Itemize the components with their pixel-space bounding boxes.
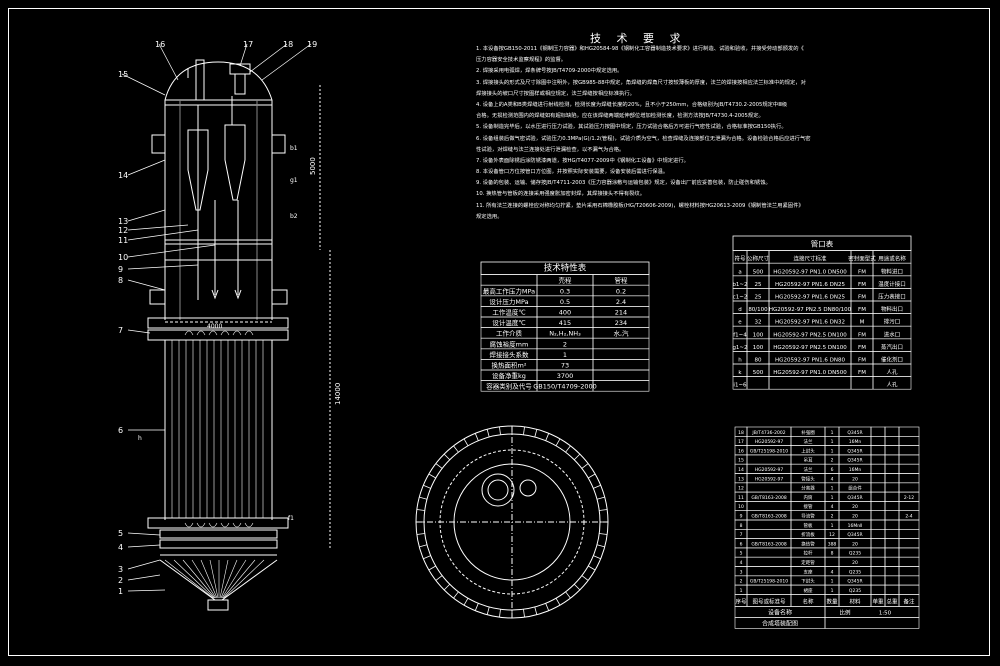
part-number-label: 6: [118, 426, 123, 435]
part-number-label: 16: [155, 40, 165, 49]
leader-line: [127, 532, 161, 536]
leader-line: [127, 279, 166, 291]
nozzle-b1-label: b1: [290, 145, 298, 152]
dim-height-upper: 5000: [309, 157, 317, 175]
part-number-label: 14: [118, 171, 128, 180]
part-number-label: 3: [118, 565, 123, 574]
technical-note-line: 规定选用。: [476, 213, 503, 220]
part-number-label: 1: [118, 587, 123, 596]
drawing-frame: [8, 8, 990, 656]
technical-requirements-notes: 1. 本设备按GB150-2011《钢制压力容器》和HG20584-98《钢制化…: [476, 44, 811, 223]
technical-note-line: 9. 设备的包装、运输、储存按JB/T4711-2003《压力容器涂敷与运输包装…: [476, 180, 771, 187]
nozzle-g1-label: g1: [290, 177, 298, 184]
leader-line: [127, 229, 199, 241]
technical-note-line: 合格。无损检测范围内的焊缝如有超标缺陷，应在该焊缝两端延伸部位增加检测长度，检测…: [476, 113, 764, 120]
leader-line: [158, 43, 179, 81]
technical-note-line: 1. 本设备按GB150-2011《钢制压力容器》和HG20584-98《钢制化…: [476, 46, 804, 52]
technical-requirements-title: 技 术 要 求: [590, 32, 687, 45]
technical-note-line: 压力容器安全技术监察规程》的监督。: [476, 57, 567, 64]
part-number-label: 15: [118, 70, 128, 79]
technical-note-line: 焊接接头的坡口尺寸按图样或相应规定，法兰焊缝按相应标准执行。: [476, 90, 635, 97]
part-number-label: 13: [118, 217, 128, 226]
part-number-label: 5: [118, 529, 123, 538]
dim-diameter: 4000: [207, 323, 222, 330]
leader-line: [127, 159, 166, 176]
part-number-label: 11: [118, 236, 128, 245]
dim-height-lower: 14000: [334, 383, 342, 405]
leader-line: [127, 224, 189, 231]
top-head: [164, 61, 273, 101]
leader-line: [127, 559, 161, 570]
part-number-label: 17: [243, 40, 253, 49]
nozzle-f1-label: f1: [288, 515, 294, 522]
technical-note-line: 7. 设备外表面除锈后涂防锈漆两道，按HG/T4077-2009中《钢制化工设备…: [476, 157, 689, 164]
nozzle-b2-label: b2: [290, 213, 298, 220]
technical-note-line: 5. 设备制造完毕后，以水压进行压力试验，其试验压力按图中规定，压力试验合格后方…: [476, 124, 787, 131]
part-number-label: 12: [118, 226, 128, 235]
leader-line: [127, 544, 161, 548]
technical-note-line: 2. 焊接采用电弧焊，焊条牌号按JB/T4709-2000中规定选用。: [476, 68, 623, 75]
part-number-label: 4: [118, 543, 123, 552]
leader-line: [121, 73, 166, 96]
technical-note-line: 4. 设备上的A类和B类焊缝进行射线检测，检测长度为焊缝长度的20%，且不小于2…: [476, 101, 788, 108]
technical-note-line: 11. 所有法兰连接的螺栓应对称均匀拧紧，垫片采用石棉橡胶板(HG/T20606…: [476, 202, 804, 209]
technical-note-line: 性试验，对焊缝与法兰连接处进行泄漏检查，以不漏气为合格。: [476, 146, 625, 153]
part-number-label: 19: [307, 40, 317, 49]
part-number-label: 7: [118, 326, 123, 335]
technical-note-line: 6. 设备组装后做气密试验，试验压力0.3MPa(G)/1.2(管程)，试验介质…: [476, 135, 811, 142]
part-number-label: 9: [118, 265, 123, 274]
technical-note-line: 10. 换热管与管板的连接采用强度胀加密封焊，其焊接接头不得有裂纹。: [476, 191, 646, 198]
technical-note-line: 8. 本设备管口方位按管口方位图，并按照实际安装需要，设备安装后需进行保温。: [476, 169, 669, 176]
leader-line: [127, 209, 166, 222]
technical-note-line: 3. 焊接接头的形式及尺寸除图中注明外，按GB985-88中规定，角焊缝的焊角尺…: [476, 79, 806, 86]
part-number-label: 18: [283, 40, 293, 49]
leader-line: [261, 43, 312, 81]
nozzle-h-label: h: [138, 435, 142, 442]
leader-line: [127, 574, 161, 581]
leader-line: [127, 329, 151, 334]
leader-line: [249, 43, 288, 73]
part-number-label: 2: [118, 576, 123, 585]
leader-line: [127, 264, 199, 270]
part-number-label: 8: [118, 276, 123, 285]
leader-line: [239, 43, 248, 67]
part-number-label: 10: [118, 253, 128, 262]
leader-line: [127, 244, 216, 258]
leader-line: [127, 589, 166, 592]
